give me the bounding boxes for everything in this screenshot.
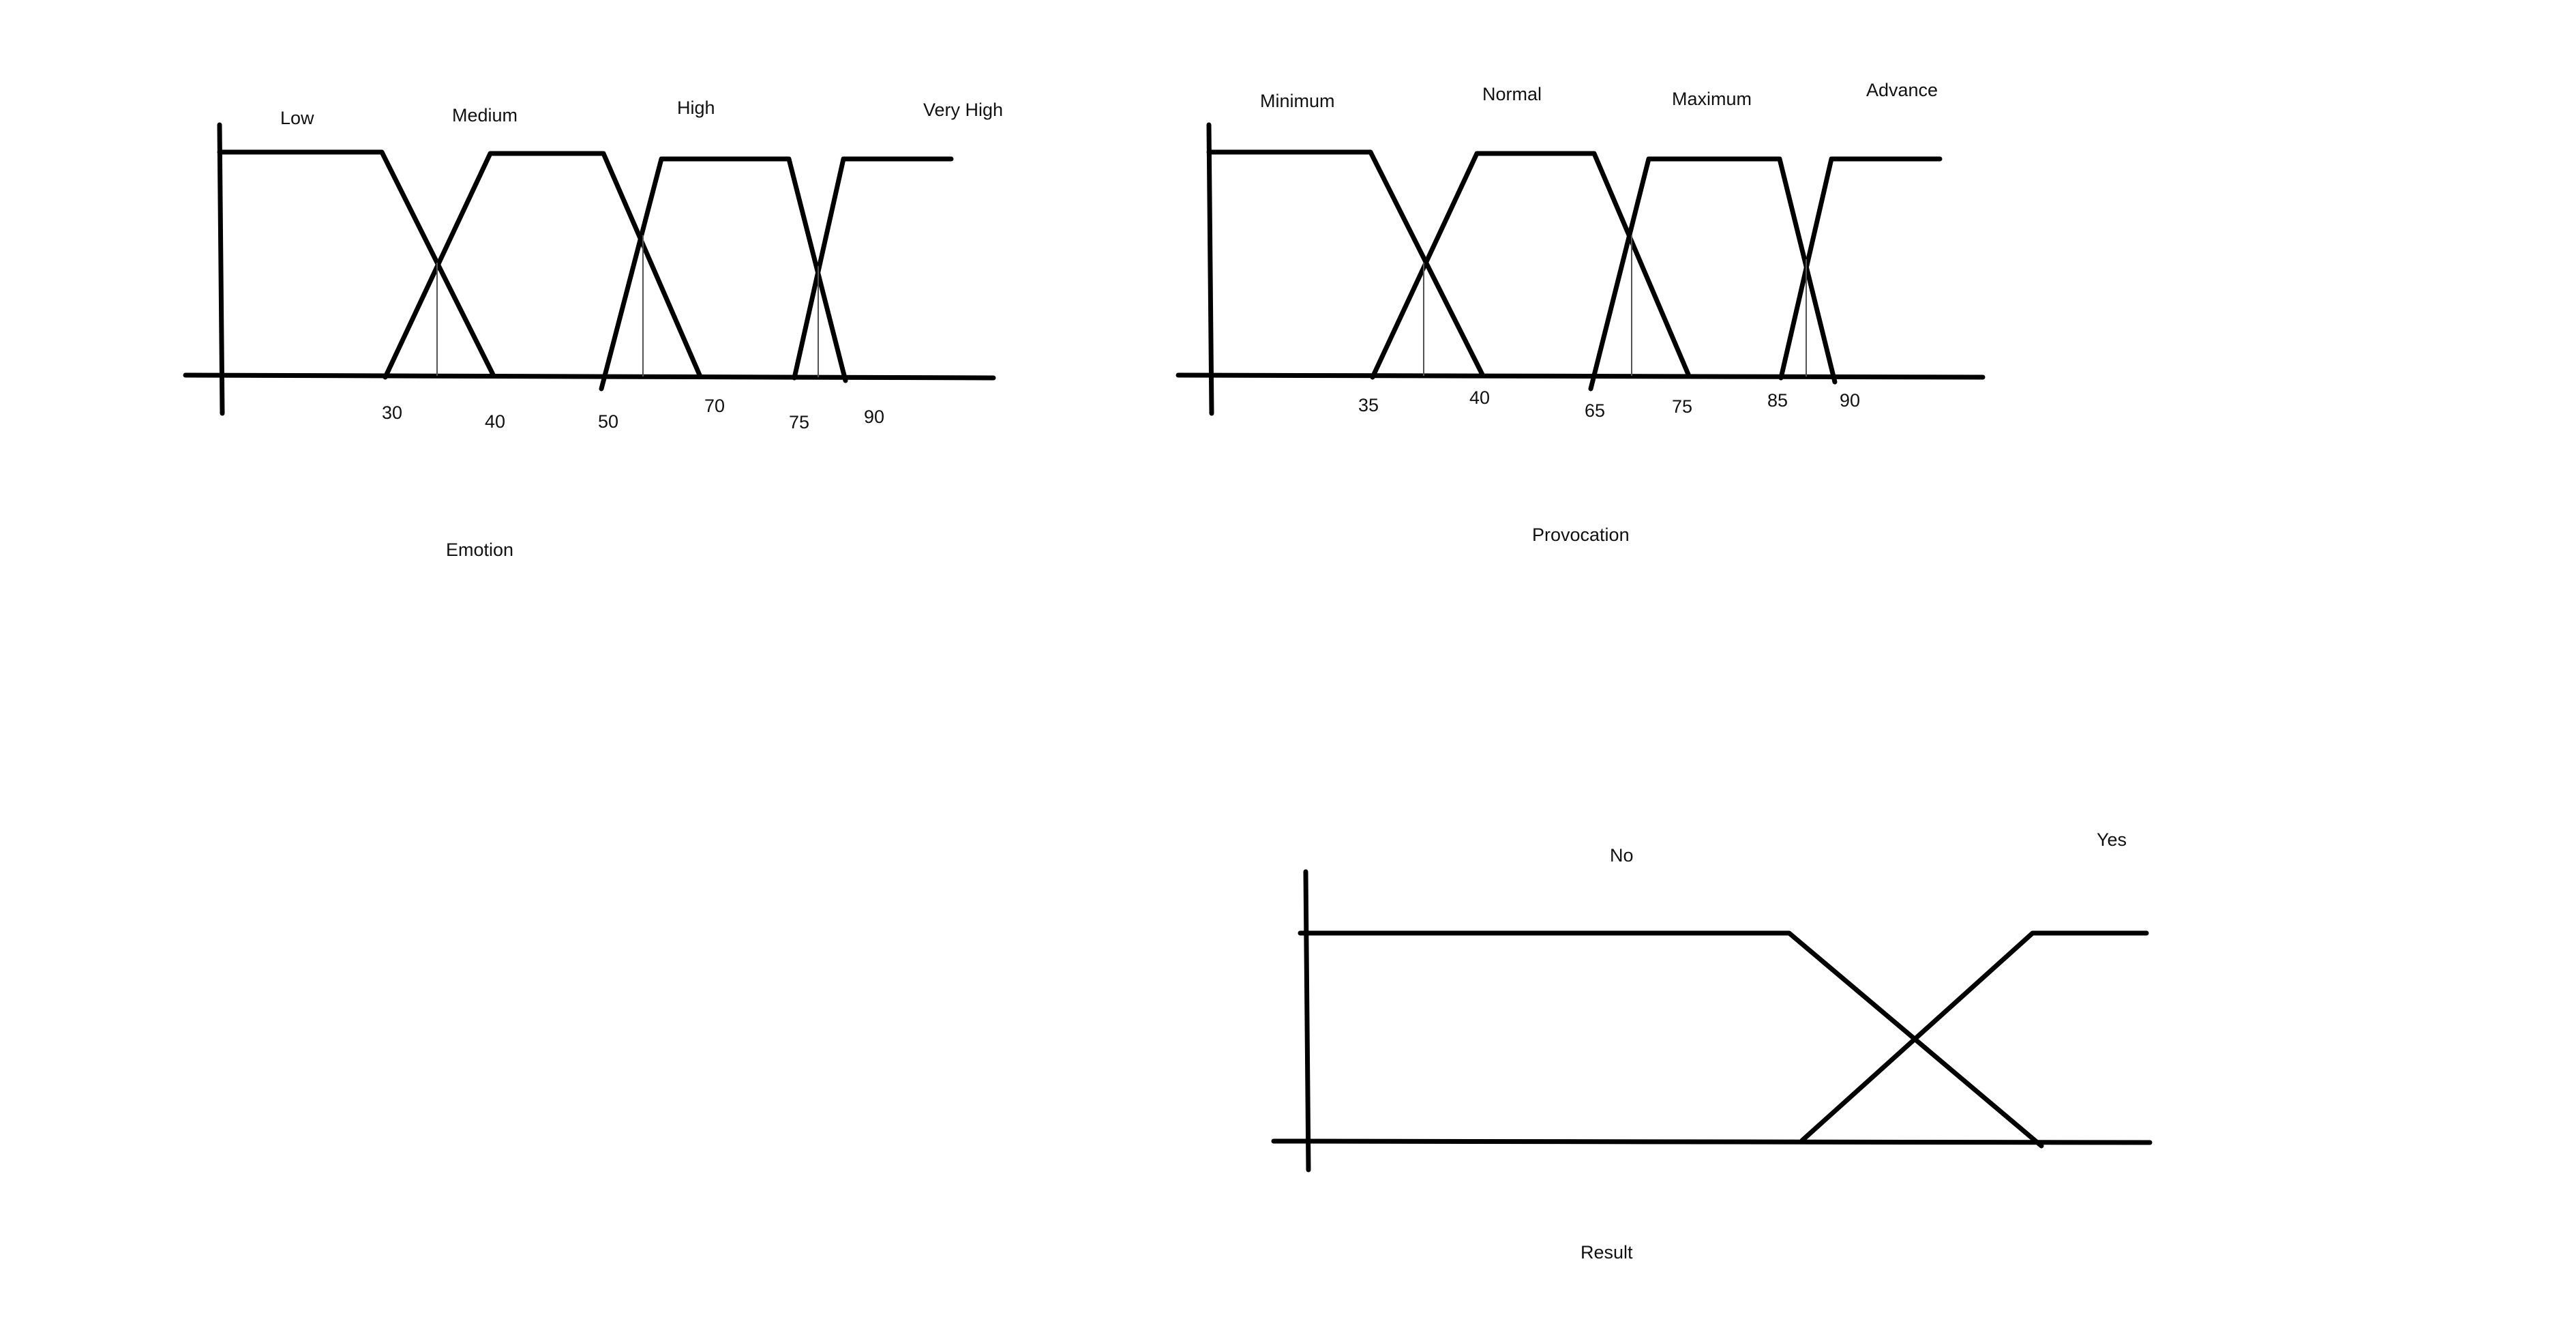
result-caption: Result	[1581, 1242, 1633, 1263]
provocation-set-label-minimum: Minimum	[1260, 91, 1335, 111]
emotion-tick-label: 50	[598, 411, 618, 432]
provocation-tick-label: 40	[1469, 387, 1490, 408]
emotion-tick-label: 40	[485, 411, 505, 432]
emotion-caption: Emotion	[446, 540, 513, 560]
emotion-tick-label: 75	[789, 412, 809, 432]
result-y-axis	[1303, 869, 1311, 1173]
result-diagram: No Yes Result	[1271, 829, 2153, 1263]
emotion-set-label-medium: Medium	[452, 105, 518, 126]
provocation-tick-label: 85	[1767, 390, 1788, 411]
result-no-membership	[1298, 930, 2044, 1149]
emotion-high-membership	[599, 156, 848, 392]
provocation-diagram: Minimum Normal Maximum Advance 35 40 65 …	[1175, 80, 1986, 545]
provocation-y-axis	[1206, 122, 1214, 416]
result-x-axis	[1271, 1138, 2153, 1145]
provocation-caption: Provocation	[1532, 525, 1630, 545]
provocation-tick-label: 90	[1840, 390, 1860, 411]
provocation-x-axis	[1175, 372, 1986, 380]
emotion-diagram: Low Medium High Very High 30 40 50 70 75…	[183, 98, 1003, 560]
provocation-set-label-maximum: Maximum	[1672, 89, 1752, 109]
emotion-set-label-high: High	[677, 98, 715, 118]
provocation-tick-label: 35	[1358, 395, 1379, 415]
provocation-advance-membership	[1778, 156, 1943, 381]
result-set-label-yes: Yes	[2097, 829, 2127, 850]
emotion-x-axis	[183, 372, 996, 381]
provocation-minimum-membership	[1206, 149, 1486, 379]
provocation-set-label-advance: Advance	[1866, 80, 1938, 100]
emotion-tick-label: 30	[382, 402, 402, 423]
emotion-low-membership	[217, 149, 496, 379]
emotion-set-label-low: Low	[280, 108, 314, 128]
emotion-y-axis	[217, 122, 225, 416]
emotion-tick-label: 90	[864, 407, 884, 427]
emotion-tick-label: 70	[704, 396, 725, 416]
result-set-label-no: No	[1610, 845, 1634, 866]
provocation-set-label-normal: Normal	[1482, 84, 1542, 104]
provocation-tick-label: 65	[1585, 400, 1605, 421]
provocation-maximum-membership	[1588, 156, 1838, 392]
emotion-set-label-very-high: Very High	[923, 100, 1003, 120]
provocation-normal-membership	[1370, 151, 1692, 380]
emotion-very-high-membership	[792, 156, 954, 381]
result-yes-membership	[1799, 930, 2149, 1143]
provocation-tick-label: 75	[1672, 396, 1692, 417]
